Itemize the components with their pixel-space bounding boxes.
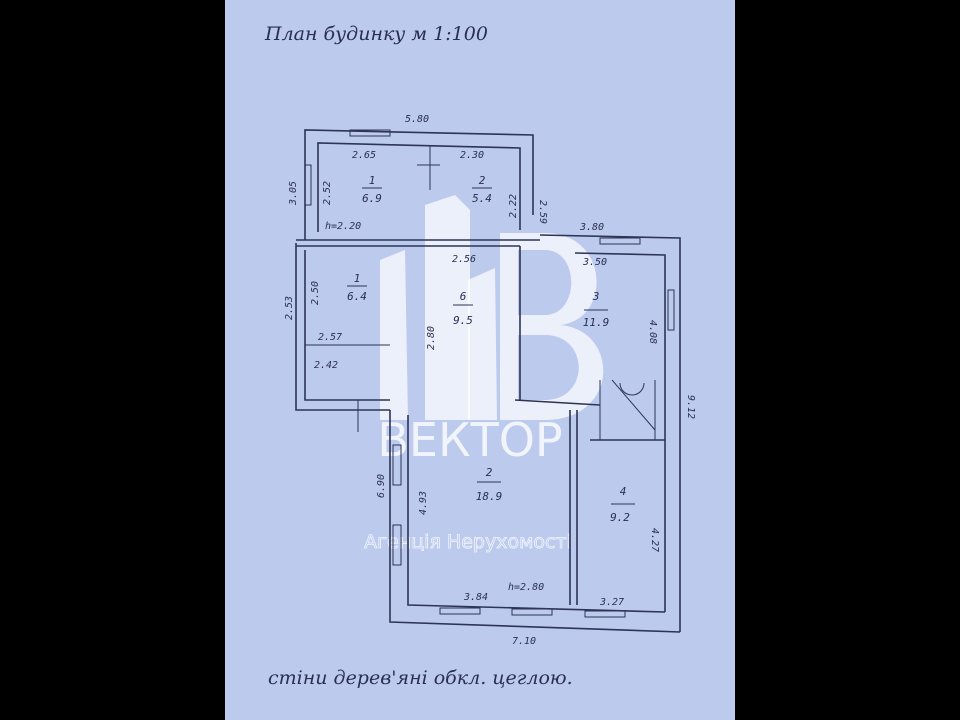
dim-label: 2.22 bbox=[508, 194, 519, 218]
room-number: 6 bbox=[460, 290, 467, 303]
plan-title: План будинку м 1:100 bbox=[264, 23, 488, 45]
dim-label: 3.84 bbox=[463, 592, 488, 603]
room-area: 6.4 bbox=[347, 290, 367, 303]
dim-label: 2.42 bbox=[314, 360, 338, 371]
dim-label: 2.50 bbox=[310, 281, 321, 305]
dim-label: 4.27 bbox=[649, 528, 660, 552]
dim-label: 2.52 bbox=[322, 181, 333, 205]
walls bbox=[295, 129, 681, 633]
room-area: 11.9 bbox=[583, 316, 610, 329]
dim-label: 5.80 bbox=[405, 114, 429, 125]
room-area: 9.5 bbox=[453, 314, 473, 327]
room-area: 5.4 bbox=[472, 192, 492, 205]
dim-label: h=2.20 bbox=[325, 221, 361, 232]
dim-label: 3.27 bbox=[599, 597, 624, 608]
dim-label: 4.93 bbox=[418, 491, 429, 515]
vektor-logo-watermark: ВЕКТОР Агенція Нерухомості bbox=[364, 195, 604, 553]
room-number: 1 bbox=[369, 174, 376, 187]
room-number: 2 bbox=[479, 174, 486, 187]
dim-label: 3.50 bbox=[582, 257, 607, 268]
dim-label: 2.53 bbox=[284, 296, 295, 320]
room-number: 1 bbox=[354, 272, 361, 285]
dim-label: 3.05 bbox=[288, 181, 299, 206]
room-number: 4 bbox=[620, 485, 627, 498]
dim-label: 4.08 bbox=[647, 320, 658, 344]
watermark-tagline: Агенція Нерухомості bbox=[364, 531, 572, 553]
room-number: 3 bbox=[592, 290, 600, 303]
dim-label: 2.57 bbox=[318, 332, 342, 343]
room-number: 2 bbox=[486, 466, 493, 479]
dim-label: 2.30 bbox=[460, 150, 484, 161]
walls-note: стіни дерев'яні обкл. цеглою. bbox=[268, 667, 573, 689]
watermark-brand: ВЕКТОР bbox=[377, 413, 562, 467]
dim-label: 7.10 bbox=[512, 636, 536, 647]
room-area: 9.2 bbox=[610, 511, 630, 524]
dim-label: 9.12 bbox=[685, 395, 696, 419]
room-area: 18.9 bbox=[476, 490, 503, 503]
dim-label: 6.90 bbox=[376, 474, 387, 498]
dim-label: 2.80 bbox=[426, 326, 437, 350]
dim-label: 2.59 bbox=[537, 200, 548, 224]
dim-label: 2.65 bbox=[352, 150, 376, 161]
dim-label: 2.56 bbox=[452, 254, 476, 265]
dim-label: 3.80 bbox=[579, 222, 604, 233]
room-area: 6.9 bbox=[362, 192, 382, 205]
dim-label: h=2.80 bbox=[508, 582, 544, 593]
